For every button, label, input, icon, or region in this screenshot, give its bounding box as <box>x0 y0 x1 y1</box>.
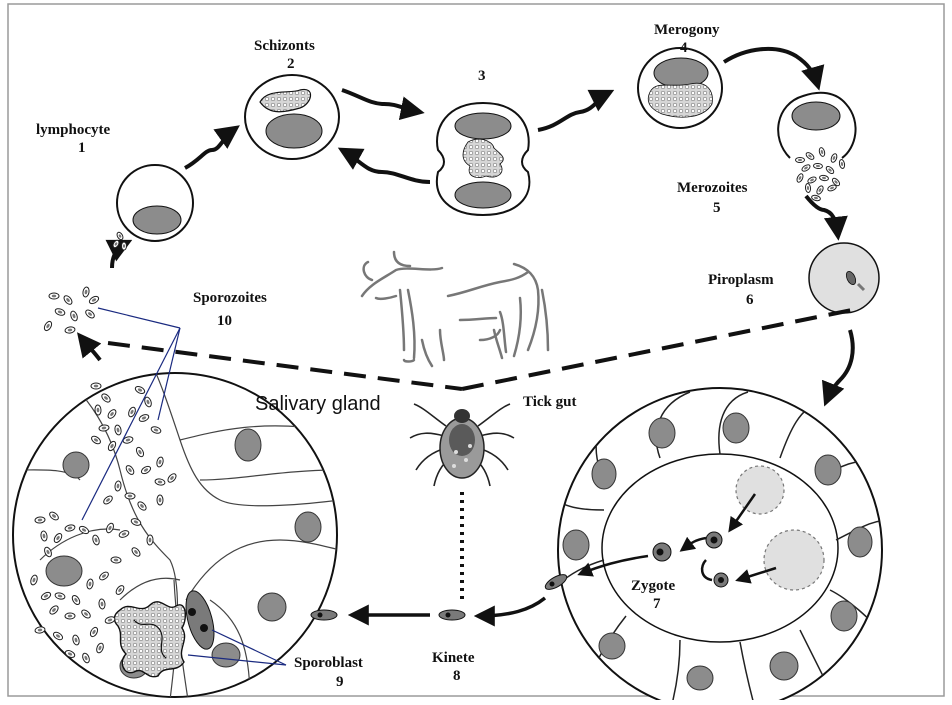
gland-sporozoite <box>95 405 102 415</box>
sporozoite <box>65 326 76 334</box>
lymphocyte-cell <box>117 165 193 241</box>
gland-sporozoite <box>91 383 101 389</box>
merozoite <box>827 184 837 192</box>
piroplasm-label: Piroplasm <box>708 272 774 289</box>
merozoites-label: Merozoites <box>677 180 748 197</box>
tick-gut <box>543 388 890 700</box>
merozoites-number: 5 <box>713 200 721 217</box>
sporoblast-label: Sporoblast <box>294 655 363 672</box>
merozoite <box>807 176 817 185</box>
sporozoite-cluster <box>43 287 100 334</box>
lymphocyte-number: 1 <box>78 140 86 157</box>
bursting-cell <box>778 93 855 158</box>
cycle-arrows <box>80 49 853 402</box>
gland-sporozoite <box>157 495 163 505</box>
tick-gut-label: Tick gut <box>523 394 577 411</box>
merozoite <box>825 165 835 175</box>
sporozoite <box>62 294 73 306</box>
gland-sporozoite <box>35 626 46 634</box>
piroplasm-number: 6 <box>746 292 754 309</box>
sporozoite <box>84 308 96 319</box>
sporozoite <box>43 320 53 332</box>
zygote-label: Zygote <box>631 578 675 595</box>
lymphocyte-label: lymphocyte <box>36 122 110 139</box>
cow-outline-icon <box>362 252 548 366</box>
zygote-number: 7 <box>653 596 661 613</box>
sporozoite <box>82 287 90 298</box>
salivary-gland-label: Salivary gland <box>255 393 381 416</box>
tick-icon <box>410 404 514 486</box>
schizont-cell <box>245 75 339 159</box>
merozoite <box>796 173 804 183</box>
sporozoite <box>116 231 124 240</box>
schizonts-label: Schizonts <box>254 38 315 55</box>
merozoite <box>801 163 811 172</box>
merozoite <box>819 175 829 181</box>
dividing-number: 3 <box>478 68 486 85</box>
gland-sporozoite <box>65 613 75 619</box>
sporozoites-number: 10 <box>217 313 232 330</box>
kinete-label: Kinete <box>432 650 475 667</box>
sporozoite <box>54 307 65 316</box>
sporozoite <box>122 242 127 250</box>
sporozoite <box>49 293 59 299</box>
sporozoites-label: Sporozoites <box>193 290 267 307</box>
merozoite <box>839 159 846 169</box>
merogony-cell <box>638 48 722 128</box>
sporozoite <box>69 310 78 321</box>
dividing-cell <box>437 103 529 215</box>
merozoite <box>813 163 822 169</box>
sporozoite <box>88 295 100 305</box>
merozoite <box>805 183 811 192</box>
merogony-number: 4 <box>680 40 688 57</box>
gland-sporozoite <box>35 517 45 524</box>
gland-sporozoite <box>147 535 153 545</box>
merogony-label: Merogony <box>654 22 720 39</box>
kinete-number: 8 <box>453 668 461 685</box>
gland-sporozoite <box>125 493 135 500</box>
merozoite <box>796 158 805 163</box>
sporoblast-number: 9 <box>336 674 344 691</box>
schizonts-number: 2 <box>287 56 295 73</box>
merozoite <box>816 185 825 195</box>
piroplasm-cell <box>809 243 879 313</box>
